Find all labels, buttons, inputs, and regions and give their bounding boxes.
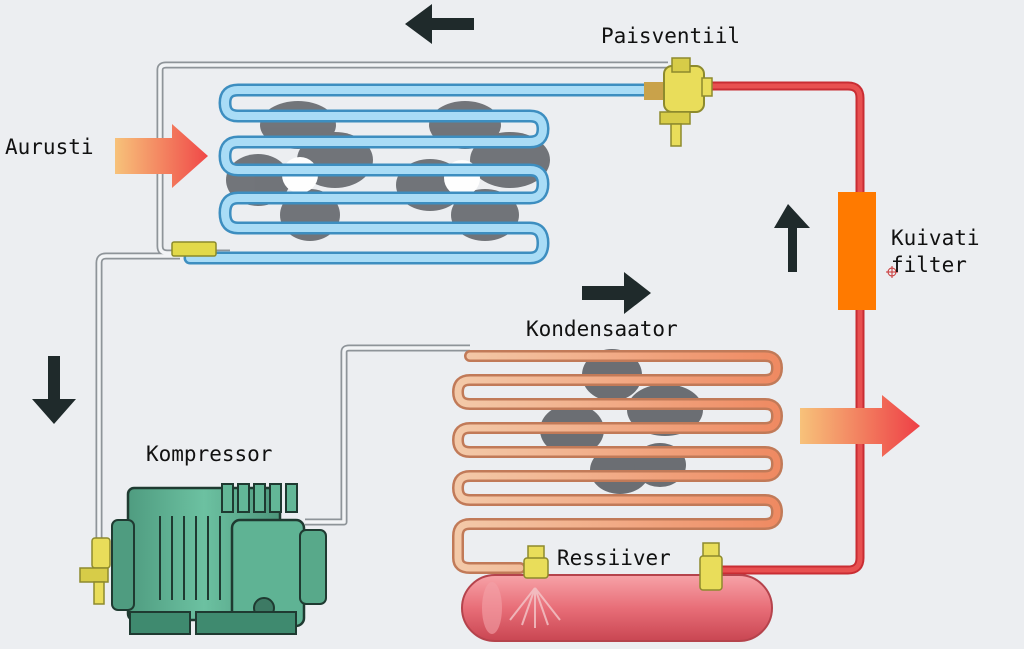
heat-out-arrow-icon	[800, 395, 920, 457]
compressor	[111, 483, 327, 635]
expansion-valve	[644, 57, 713, 147]
label-expansion-valve: Paisventiil	[601, 24, 741, 48]
receiver-outlet-valve	[699, 542, 723, 591]
label-filter-drier-line1: Kuivati	[891, 226, 980, 250]
label-filter-drier-line2: filter	[891, 253, 967, 277]
label-compressor: Kompressor	[146, 442, 273, 466]
flow-arrow-down-icon	[32, 356, 76, 424]
label-condenser: Kondensaator	[526, 317, 678, 341]
label-receiver: Ressiiver	[557, 546, 671, 570]
suction-line-inner	[97, 63, 668, 540]
suction-filter	[171, 241, 217, 257]
receiver-tank	[461, 574, 773, 642]
flow-arrow-up-icon	[774, 204, 810, 272]
condenser-coil	[452, 350, 783, 574]
heat-in-arrow-icon	[115, 124, 208, 188]
filter-drier	[838, 192, 876, 310]
receiver-inlet-valve	[523, 545, 549, 579]
flow-arrow-right-icon	[582, 272, 651, 314]
crosshair-marker	[886, 266, 898, 278]
flow-arrow-left-icon	[405, 4, 474, 44]
compressor-service-valve	[79, 537, 111, 605]
label-evaporator: Aurusti	[5, 135, 94, 159]
evaporator-coil	[183, 83, 655, 265]
